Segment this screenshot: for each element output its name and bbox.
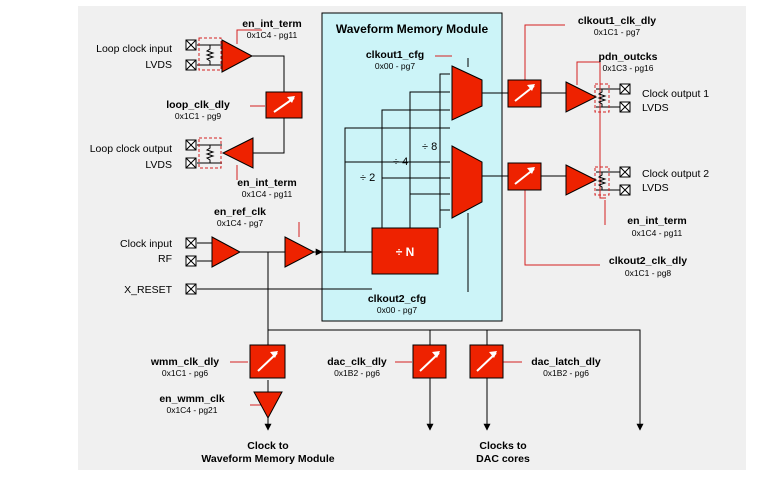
dac-latch-dly-addr: 0x1B2 - pg6	[543, 368, 589, 378]
dac-caption-line1: Clocks to	[479, 440, 526, 452]
wmm-clk-delay-block	[249, 344, 286, 379]
rf-input-buffer	[211, 236, 242, 268]
loop-clk-dly-addr: 0x1C1 - pg9	[175, 111, 222, 121]
clkout2-clk-dly-name: clkout2_clk_dly	[609, 255, 687, 267]
port-icon	[185, 157, 197, 169]
port-icon	[185, 39, 197, 51]
port-icon	[619, 83, 631, 95]
out2-buffer	[565, 164, 598, 196]
wmm-caption-line2: Waveform Memory Module	[201, 453, 334, 465]
en-int-term-top-name: en_int_term	[242, 18, 302, 30]
dac-caption-line2: DAC cores	[476, 453, 530, 465]
en-int-term-mid-name: en_int_term	[237, 177, 297, 189]
module-title: Waveform Memory Module	[336, 22, 489, 36]
clkout1-clk-dly-addr: 0x1C1 - pg7	[594, 27, 641, 37]
out1-buffer	[565, 81, 598, 113]
loop-output-lvds-label: LVDS	[145, 159, 172, 171]
signal-wires	[197, 44, 644, 431]
loop-clk-dly-name: loop_clk_dly	[166, 99, 230, 111]
divide-8-label: ÷ 8	[422, 141, 437, 153]
clkout1-clk-dly-name: clkout1_clk_dly	[578, 15, 656, 27]
en-int-term-right-addr: 0x1C4 - pg11	[632, 228, 683, 238]
loop-input-lvds-label: LVDS	[145, 59, 172, 71]
io-ports	[185, 39, 631, 295]
en-wmm-clk-addr: 0x1C4 - pg21	[166, 405, 217, 415]
clkout2-cfg-name: clkout2_cfg	[368, 293, 426, 305]
clkout2-clk-dly-addr: 0x1C1 - pg8	[625, 268, 672, 278]
divide-4-label: ÷ 4	[393, 156, 408, 168]
clkout1-cfg-name: clkout1_cfg	[366, 49, 424, 61]
wmm-clk-dly-name: wmm_clk_dly	[150, 356, 219, 368]
clock-output-1-lvds-label: LVDS	[642, 102, 669, 114]
divide-n-block	[371, 227, 439, 275]
reset-label: X_RESET	[124, 284, 172, 296]
divide-2-label: ÷ 2	[360, 172, 375, 184]
port-icon	[619, 184, 631, 196]
clock-output-2-label: Clock output 2	[642, 168, 709, 180]
dac-clk-dly-name: dac_clk_dly	[327, 356, 387, 368]
dac-latch-dly-name: dac_latch_dly	[531, 356, 601, 368]
clkout2-cfg-addr: 0x00 - pg7	[377, 305, 417, 315]
en-int-term-top-addr: 0x1C4 - pg11	[247, 30, 298, 40]
clkout1-mux	[451, 65, 483, 121]
clkout1-delay-block	[507, 79, 542, 108]
loop-clk-delay-block	[265, 91, 303, 119]
termination-resistors	[205, 45, 607, 190]
port-icon	[185, 255, 197, 267]
en-ref-clk-addr: 0x1C4 - pg7	[217, 218, 264, 228]
wmm-clk-dly-addr: 0x1C1 - pg6	[162, 368, 209, 378]
en-ref-clk-name: en_ref_clk	[214, 206, 266, 218]
clkout1-cfg-addr: 0x00 - pg7	[375, 61, 415, 71]
loop-input-buffer	[221, 39, 254, 73]
dac-latch-delay-block	[469, 344, 504, 379]
divide-n-label: ÷ N	[396, 245, 415, 259]
dac-clk-dly-addr: 0x1B2 - pg6	[334, 368, 380, 378]
register-leader-lines	[230, 24, 606, 406]
clock-output-1-label: Clock output 1	[642, 88, 709, 100]
rf-label: RF	[158, 253, 172, 265]
port-icon	[185, 237, 197, 249]
en-int-term-mid-addr: 0x1C4 - pg11	[242, 189, 293, 199]
pdn-outcks-name: pdn_outcks	[599, 51, 658, 63]
loop-clock-output-label: Loop clock output	[90, 143, 172, 155]
port-icon	[185, 139, 197, 151]
dac-clk-delay-block	[412, 344, 447, 379]
loop-output-buffer	[221, 137, 254, 169]
port-icon	[619, 166, 631, 178]
clock-input-label: Clock input	[120, 238, 172, 250]
ref-clk-buffer	[284, 236, 316, 268]
clkout2-mux	[451, 145, 483, 219]
clkout2-delay-block	[507, 162, 542, 191]
pdn-outcks-addr: 0x1C3 - pg16	[602, 63, 653, 73]
clock-output-2-lvds-label: LVDS	[642, 182, 669, 194]
port-icon	[185, 283, 197, 295]
port-icon	[185, 59, 197, 71]
wmm-caption-line1: Clock to	[247, 440, 288, 452]
port-icon	[619, 101, 631, 113]
wmm-clk-buffer	[253, 391, 283, 420]
en-wmm-clk-name: en_wmm_clk	[159, 393, 225, 405]
loop-clock-input-label: Loop clock input	[96, 43, 172, 55]
en-int-term-right-name: en_int_term	[627, 215, 687, 227]
